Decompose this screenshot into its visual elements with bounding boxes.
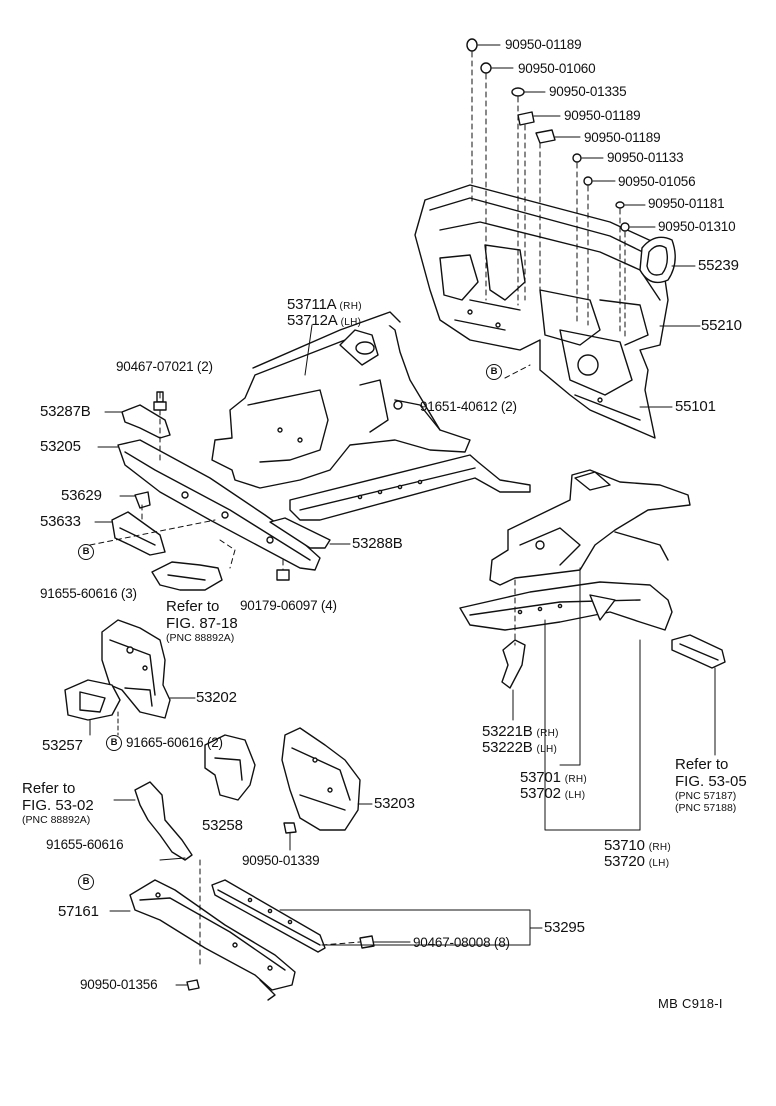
label-91655-60616: 91655-60616 [46,837,124,852]
label-90467-08008: 90467-08008 (8) [413,935,510,950]
dash-lines-left [89,409,284,571]
label-90179-06097: 90179-06097 (4) [240,598,337,613]
label-53295: 53295 [544,919,585,936]
label-91655-60616-3: 91655-60616 (3) [40,586,137,601]
side-member-53701 [489,469,691,586]
label-90950-01056: 90950-01056 [618,174,696,189]
leaders-top [477,44,701,408]
label-90950-01189-c: 90950-01189 [584,130,661,145]
dash-panel-55101 [414,184,669,439]
label-53629: 53629 [61,487,102,504]
b-mark: B [78,874,94,890]
label-91651-40612: 91651-40612 (2) [420,399,517,414]
figure-code: MB C918-I [658,996,723,1011]
label-53720: 53720 (LH) [604,853,670,870]
label-53221B: 53221B (RH) [482,723,559,740]
bracket-53629 [134,491,151,509]
label-53203: 53203 [374,795,415,812]
b-mark: B [78,544,94,560]
label-91665-60616: 91665-60616 (2) [126,735,223,750]
label-90950-01060: 90950-01060 [518,61,596,76]
bracket-53221B [501,639,526,689]
bracket-53257 [64,679,121,721]
bracket-ref-53-02 [134,781,193,861]
label-90950-01356: 90950-01356 [80,977,158,992]
plug-group-top [466,38,630,232]
apron-53711A [211,311,471,489]
label-53202: 53202 [196,689,237,706]
label-55210: 55210 [701,317,742,334]
label-53710: 53710 (RH) [604,837,671,854]
label-53711A: 53711A (RH) [287,296,362,313]
member-53295 [211,879,326,953]
plug-90950-01339 [283,822,297,834]
label-55239: 55239 [698,257,739,274]
side-rail-53710 [459,581,673,631]
extension-ref-53-05 [671,634,726,669]
note-fig-87-18: Refer to FIG. 87-18 (PNC 88892A) [166,598,238,644]
label-90467-07021: 90467-07021 (2) [116,359,213,374]
label-90950-01339: 90950-01339 [242,853,320,868]
plug-90950-01356 [186,979,200,991]
label-53222B: 53222B (LH) [482,739,558,756]
label-53702: 53702 (LH) [520,785,586,802]
note-fig-53-02: Refer to FIG. 53-02 (PNC 88892A) [22,780,94,826]
b-mark: B [486,364,502,380]
label-90950-01181: 90950-01181 [648,196,725,211]
label-53205: 53205 [40,438,81,455]
label-90950-01133: 90950-01133 [607,150,684,165]
leaders-mid [289,803,373,851]
bolt-90467-08008 [359,935,375,949]
label-90950-01189-b: 90950-01189 [564,108,641,123]
dash-lines-top [471,51,626,379]
apron-rail [289,454,531,521]
bracket-53633 [111,511,166,556]
note-fig-53-05: Refer to FIG. 53-05 (PNC 57187) (PNC 571… [675,756,747,814]
cross-member-53205 [117,439,321,571]
label-53633: 53633 [40,513,81,530]
label-90950-01310: 90950-01310 [658,219,736,234]
bracket-53258 [204,734,256,801]
leaders-left [94,391,351,545]
dash-lines-bottom [199,859,361,966]
b-mark: B [106,735,122,751]
strip-53288B [269,517,331,549]
label-90950-01189-a: 90950-01189 [505,37,582,52]
label-57161: 57161 [58,903,99,920]
nut-90179-06097 [276,569,290,581]
headlamp-support-53202 [101,619,171,719]
panel-53203 [281,727,361,831]
label-55101: 55101 [675,398,716,415]
label-53701: 53701 (RH) [520,769,587,786]
grommet-55239 [639,236,676,284]
label-90950-01335: 90950-01335 [549,84,627,99]
label-53287B: 53287B [40,403,91,420]
bracket-ref-87-18 [151,561,223,591]
bracket-53287B [121,404,171,439]
leaders-right [512,567,716,831]
bolt-90467-07021 [153,391,167,411]
label-53257: 53257 [42,737,83,754]
leaders-mid-left [89,697,196,736]
label-53258: 53258 [202,817,243,834]
label-53288B: 53288B [352,535,403,552]
leaders-bottom [109,799,543,986]
label-53712A: 53712A (LH) [287,312,362,329]
